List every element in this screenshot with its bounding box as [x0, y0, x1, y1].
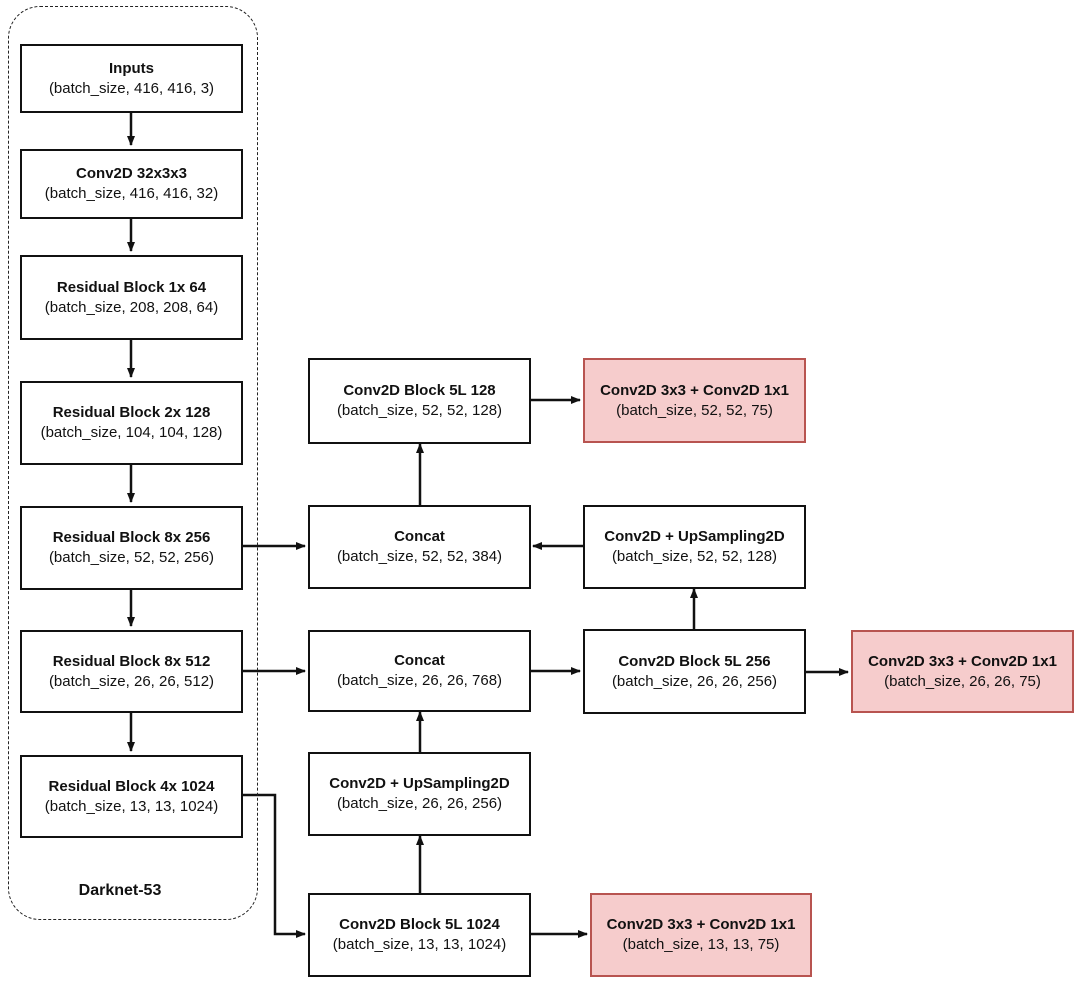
- node-shape: (batch_size, 52, 52, 128): [336, 402, 503, 419]
- darknet53-group: [8, 6, 258, 920]
- node-shape: (batch_size, 26, 26, 512): [48, 672, 215, 690]
- node-upsampling-256: Conv2D + UpSampling2D (batch_size, 26, 2…: [308, 752, 531, 836]
- node-conv2d-block-5l-1024: Conv2D Block 5L 1024 (batch_size, 13, 13…: [308, 893, 531, 977]
- node-residual-2x-128: Residual Block 2x 128 (batch_size, 104, …: [20, 381, 243, 465]
- node-title: Conv2D 3x3 + Conv2D 1x1: [868, 652, 1057, 670]
- node-shape: (batch_size, 13, 13, 1024): [44, 797, 219, 815]
- node-title: Conv2D 3x3 + Conv2D 1x1: [600, 381, 789, 399]
- node-residual-8x-512: Residual Block 8x 512 (batch_size, 26, 2…: [20, 630, 243, 713]
- edge-res4-cb1024: [243, 793, 306, 938]
- node-title: Residual Block 1x 64: [56, 278, 207, 296]
- node-head-26: Conv2D 3x3 + Conv2D 1x1 (batch_size, 26,…: [851, 630, 1074, 713]
- node-shape: (batch_size, 416, 416, 32): [44, 185, 219, 202]
- node-title: Concat: [394, 528, 445, 545]
- node-shape: (batch_size, 208, 208, 64): [44, 298, 219, 316]
- node-shape: (batch_size, 52, 52, 256): [48, 549, 215, 566]
- node-residual-8x-256: Residual Block 8x 256 (batch_size, 52, 5…: [20, 506, 243, 590]
- darknet53-label: Darknet-53: [78, 882, 162, 899]
- node-title: Conv2D 3x3 + Conv2D 1x1: [606, 916, 796, 933]
- node-shape: (batch_size, 52, 52, 75): [616, 401, 773, 419]
- node-title: Conv2D Block 5L 128: [343, 382, 496, 399]
- node-head-13: Conv2D 3x3 + Conv2D 1x1 (batch_size, 13,…: [590, 893, 812, 977]
- node-shape: (batch_size, 104, 104, 128): [40, 424, 223, 441]
- node-title: Residual Block 8x 256: [52, 529, 211, 546]
- node-shape: (batch_size, 26, 26, 256): [336, 795, 503, 812]
- node-upsampling-128: Conv2D + UpSampling2D (batch_size, 52, 5…: [583, 505, 806, 589]
- node-shape: (batch_size, 26, 26, 256): [611, 672, 778, 690]
- node-shape: (batch_size, 416, 416, 3): [48, 79, 215, 97]
- node-concat-52: Concat (batch_size, 52, 52, 384): [308, 505, 531, 589]
- node-title: Inputs: [109, 59, 154, 77]
- node-title: Residual Block 4x 1024: [48, 777, 215, 795]
- node-title: Conv2D Block 5L 1024: [339, 916, 500, 933]
- node-title: Residual Block 8x 512: [52, 652, 211, 670]
- node-title: Residual Block 2x 128: [52, 404, 211, 421]
- node-title: Concat: [394, 652, 445, 669]
- node-head-52: Conv2D 3x3 + Conv2D 1x1 (batch_size, 52,…: [583, 358, 806, 443]
- node-shape: (batch_size, 13, 13, 1024): [332, 936, 507, 953]
- node-residual-4x-1024: Residual Block 4x 1024 (batch_size, 13, …: [20, 755, 243, 838]
- node-conv2d-block-5l-256: Conv2D Block 5L 256 (batch_size, 26, 26,…: [583, 629, 806, 714]
- node-shape: (batch_size, 52, 52, 128): [611, 548, 778, 565]
- node-concat-26: Concat (batch_size, 26, 26, 768): [308, 630, 531, 712]
- node-shape: (batch_size, 26, 26, 75): [884, 672, 1041, 690]
- node-residual-1x-64: Residual Block 1x 64 (batch_size, 208, 2…: [20, 255, 243, 340]
- node-shape: (batch_size, 13, 13, 75): [622, 936, 780, 953]
- node-conv2d-block-5l-128: Conv2D Block 5L 128 (batch_size, 52, 52,…: [308, 358, 531, 444]
- node-title: Conv2D 32x3x3: [76, 165, 187, 182]
- node-shape: (batch_size, 26, 26, 768): [336, 672, 503, 689]
- node-inputs: Inputs (batch_size, 416, 416, 3): [20, 44, 243, 113]
- node-conv2d-32: Conv2D 32x3x3 (batch_size, 416, 416, 32): [20, 149, 243, 219]
- node-title: Conv2D + UpSampling2D: [329, 775, 510, 792]
- node-shape: (batch_size, 52, 52, 384): [336, 548, 503, 565]
- node-title: Conv2D + UpSampling2D: [604, 528, 785, 545]
- node-title: Conv2D Block 5L 256: [618, 652, 771, 670]
